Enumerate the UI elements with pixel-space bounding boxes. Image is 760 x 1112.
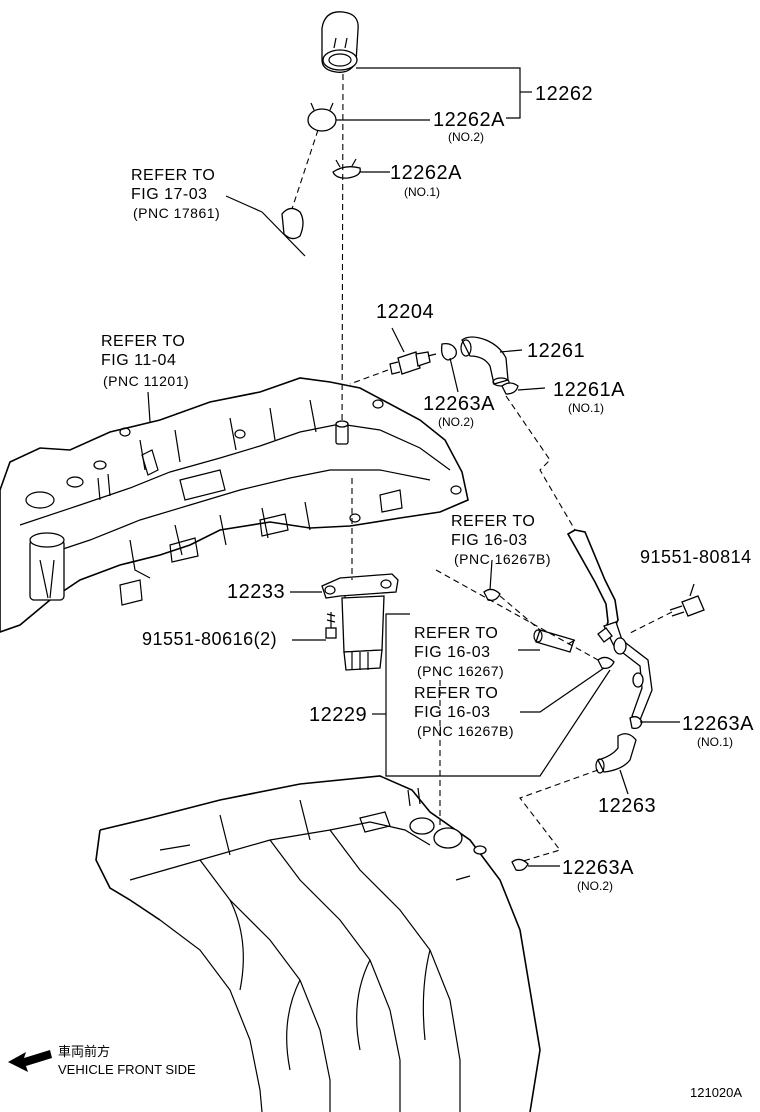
bracket-12233 [321, 573, 399, 610]
ref-fig16c-line1: REFER TO [414, 685, 499, 702]
part-12204: 12204 [376, 301, 435, 323]
bolt-91551-80814 [669, 595, 705, 617]
clip-12263A-bottom [511, 858, 529, 872]
part-12262A-no2-sub: (NO.2) [448, 130, 484, 144]
ref-fig16b-line2: FIG 16-03 [414, 644, 491, 661]
intake-manifold [95, 775, 541, 1112]
oil-filler-cap [321, 11, 359, 73]
part-12263A-no2-top-sub: (NO.2) [438, 415, 474, 429]
ventilation-hose-12261 [460, 336, 510, 387]
part-12261A-sub: (NO.1) [568, 401, 604, 415]
vehicle-front-arrow-icon [8, 1050, 52, 1072]
figure-code: 121020A [690, 1085, 743, 1100]
ref-fig11-line1: REFER TO [101, 333, 186, 350]
plug-16267 [533, 629, 575, 653]
part-12263A-no1-sub: (NO.1) [697, 735, 733, 749]
part-12263A-no1: 12263A [682, 713, 754, 735]
ref-fig16c-line2: FIG 16-03 [414, 704, 491, 721]
part-12229: 12229 [309, 704, 368, 726]
part-12262A-no2: 12262A [433, 109, 505, 131]
clip-16267B-bottom [597, 656, 615, 670]
ref-fig17-line2: FIG 17-03 [131, 186, 208, 203]
ref-fig17-line3: (PNC 17861) [133, 205, 221, 221]
ref-fig16b-line3: (PNC 16267) [417, 663, 505, 679]
sensor-12229 [341, 595, 385, 671]
bolt-91551-80616 [325, 612, 337, 639]
ref-fig11-line2: FIG 11-04 [101, 352, 177, 369]
part-91551-80616: 91551-80616(2) [142, 629, 278, 649]
part-12233: 12233 [227, 581, 286, 603]
clip-12263A-top [440, 342, 457, 361]
clip-12261A [501, 382, 519, 395]
ventilation-hose-12263 [595, 733, 637, 774]
ref-fig17-line1: REFER TO [131, 167, 216, 184]
ref-fig16b-line1: REFER TO [414, 625, 499, 642]
cylinder-head-cover [0, 377, 469, 633]
ref-fig16c-line3: (PNC 16267B) [417, 723, 515, 739]
footer-front-jp: 車両前方 [58, 1044, 111, 1059]
part-12262A-no1: 12262A [390, 162, 462, 184]
part-12263A-no2-bottom-sub: (NO.2) [577, 879, 613, 893]
pcv-valve [389, 351, 437, 375]
part-12262A-no1-sub: (NO.1) [404, 185, 440, 199]
part-91551-80814: 91551-80814 [640, 547, 752, 567]
part-12263A-no2-top: 12263A [423, 393, 495, 415]
gasket-no1 [332, 158, 361, 179]
part-12263: 12263 [598, 795, 657, 817]
ref-fig16a-line3: (PNC 16267B) [454, 551, 552, 567]
ref-fig11-line3: (PNC 11201) [103, 373, 190, 389]
ref-fig16a-line1: REFER TO [451, 513, 536, 530]
clip-16267B-top [483, 588, 501, 602]
gasket-no2 [307, 102, 337, 132]
footer-front-en: VEHICLE FRONT SIDE [58, 1062, 196, 1077]
oil-filler-neck [261, 207, 306, 257]
part-12262: 12262 [535, 83, 594, 105]
part-12261: 12261 [527, 340, 586, 362]
ref-fig16a-line2: FIG 16-03 [451, 532, 528, 549]
part-12263A-no2-bottom: 12263A [562, 857, 634, 879]
part-12261A: 12261A [553, 379, 625, 401]
